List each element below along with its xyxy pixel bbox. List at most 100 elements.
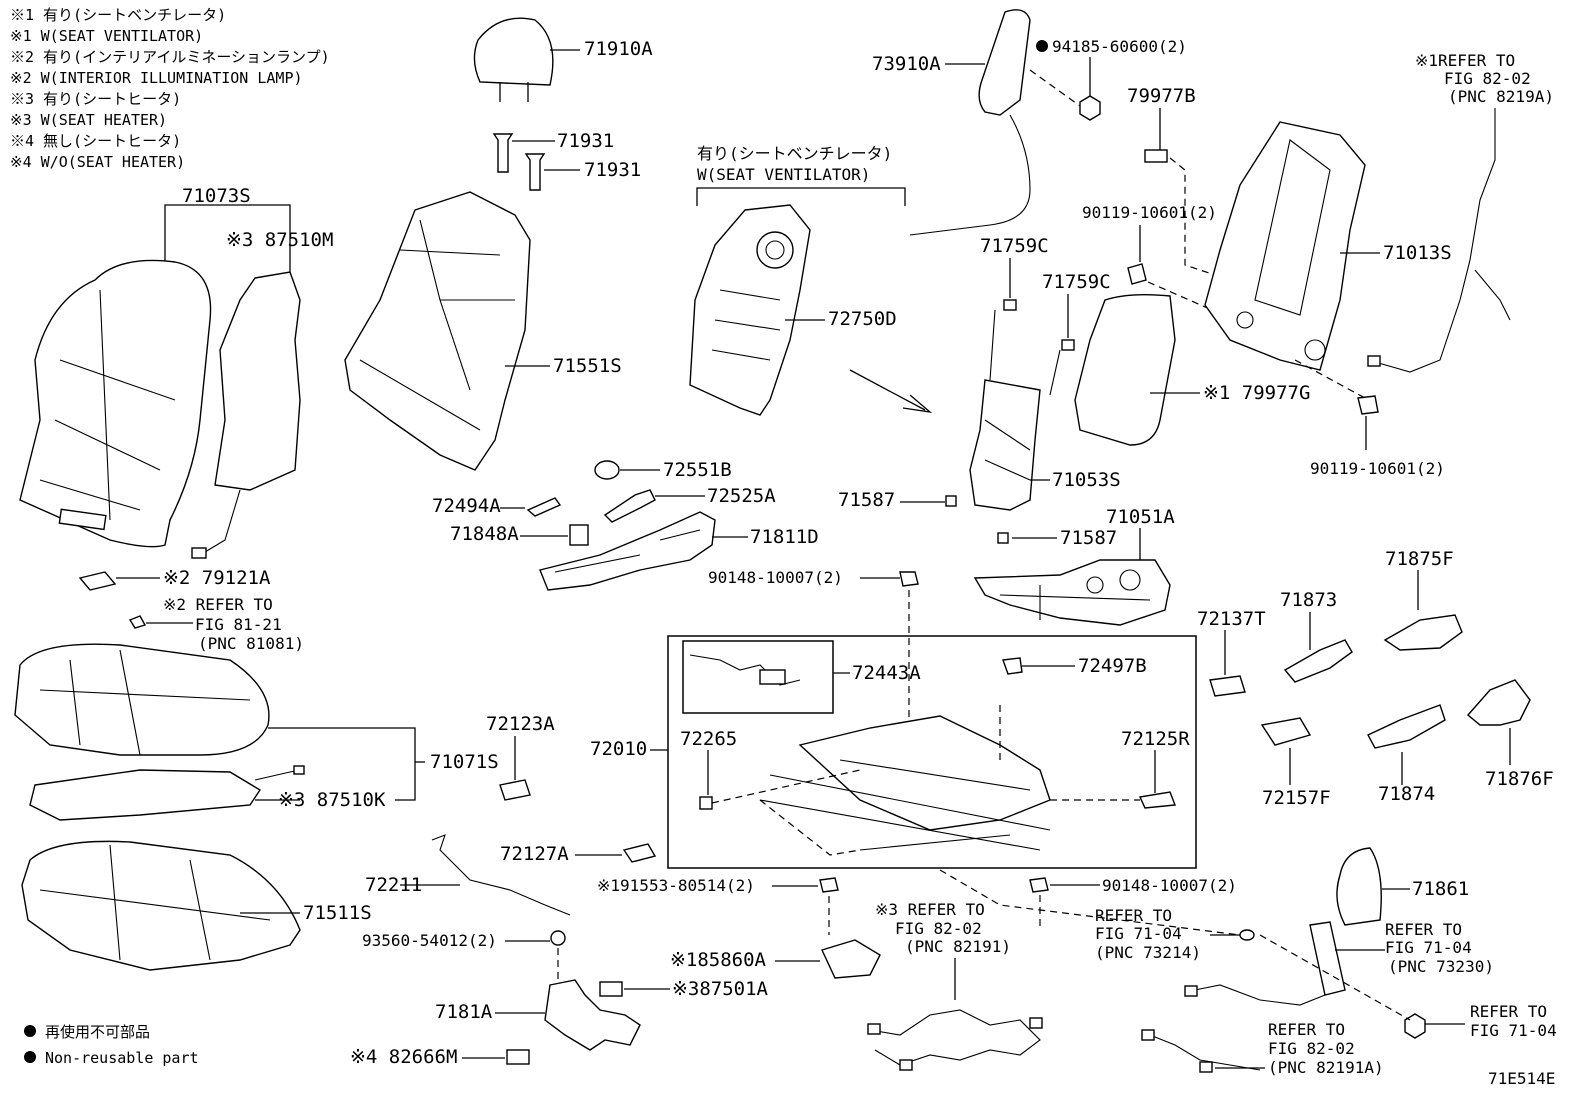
frame-misc-group: 79977B 90119-10601(2) 71759C 71759C (980, 85, 1236, 351)
label-72123A: 72123A (486, 713, 555, 735)
label-71931-b: 71931 (584, 159, 641, 181)
buckle-71861-shape (1336, 847, 1382, 926)
label-ref1-c: (PNC 8219A) (1448, 87, 1554, 106)
headrest-shape (473, 17, 554, 86)
label-71511S: 71511S (303, 902, 372, 924)
label-87510K: ※3 87510K (278, 789, 386, 811)
label-72157F: 72157F (1262, 787, 1331, 809)
note-3-en: ※3 W(SEAT HEATER) (10, 111, 167, 129)
seatback-pad-shape (344, 191, 531, 471)
label-82666M: ※4 82666M (350, 1046, 457, 1068)
lamp-group: ※2 79121A ※2 REFER TO FIG 81-21 (PNC 810… (78, 567, 304, 653)
label-71873: 71873 (1280, 589, 1337, 611)
lumbar-frame-71053S-shape (969, 379, 1041, 511)
label-71861: 71861 (1412, 878, 1469, 900)
lumbar-frame-group: 71053S 71587 71587 (838, 309, 1121, 549)
adjuster-frame-box (667, 635, 1197, 869)
bottom-center-group: ※191553-80514(2) ※185860A ※3 REFER TO FI… (597, 876, 1043, 1071)
label-7181A: 7181A (435, 1001, 493, 1023)
label-71910A: 71910A (584, 38, 653, 60)
label-ref7-a: REFER TO (1268, 1020, 1345, 1039)
label-ref4-c: (PNC 73214) (1095, 943, 1201, 962)
cushion-misc-group: 72123A 72211 93560-54012(2) (362, 713, 571, 980)
legend-bullet-icon-2 (24, 1051, 36, 1063)
adjuster-subbox (682, 640, 834, 714)
wire-harness-shape (869, 1009, 1041, 1066)
label-72211: 72211 (365, 874, 422, 896)
note-4-en: ※4 W/O(SEAT HEATER) (10, 153, 185, 171)
bottom-right-group: REFER TO FIG 82-02 (PNC 82191A) 71E514E (1141, 1020, 1555, 1088)
seat-ventilator-shape (689, 204, 811, 416)
label-vent-en: W(SEAT VENTILATOR) (697, 165, 870, 184)
buckle-group: 71861 REFER TO FIG 71-04 (PNC 73230) REF… (1095, 847, 1557, 1040)
label-79977G: ※1 79977G (1203, 382, 1310, 404)
label-ref1-b: FIG 82-02 (1444, 69, 1531, 88)
label-90148-a: 90148-10007(2) (708, 568, 843, 587)
label-71551S: 71551S (553, 355, 622, 377)
seatback-pad-group: 71551S (344, 191, 622, 471)
seatback-cover-group: 71073S ※3 87510M (19, 185, 333, 559)
label-71053S: 71053S (1052, 469, 1121, 491)
label-ref1-a: ※1REFER TO (1415, 51, 1515, 70)
label-72497B: 72497B (1078, 655, 1147, 677)
label-72125R: 72125R (1121, 728, 1190, 750)
label-90148-b: 90148-10007(2) (1102, 876, 1237, 895)
label-72137T: 72137T (1197, 608, 1266, 630)
label-vent-ja: 有り(シートベンチレータ) (697, 144, 892, 163)
label-71587-a: 71587 (838, 489, 895, 511)
label-73910A: 73910A (872, 53, 941, 75)
cushion-pad-group: 71511S (21, 840, 372, 971)
label-ref7-b: FIG 82-02 (1268, 1039, 1355, 1058)
back-pad-79977G-shape (1074, 293, 1176, 446)
label-ref7-c: (PNC 82191A) (1268, 1058, 1384, 1077)
label-79977B: 79977B (1127, 85, 1196, 107)
label-91553: ※191553-80514(2) (597, 876, 755, 895)
side-cover-group: 72551B 72525A 72494A 71848A 71811D (432, 459, 819, 591)
label-ref5-c: (PNC 73230) (1388, 957, 1494, 976)
note-2-ja: ※2 有り(インテリアイルミネーションランプ) (10, 48, 330, 66)
part-72127A-group: 72127A (500, 843, 657, 865)
label-93560: 93560-54012(2) (362, 931, 497, 950)
label-71071S: 71071S (430, 751, 499, 773)
label-ref2-b: FIG 81-21 (195, 615, 282, 634)
label-79121A: ※2 79121A (163, 567, 271, 589)
seat-adjuster-group: 72010 72443A 72497B 72265 72125R (590, 635, 1197, 869)
note-3-ja: ※3 有り(シートヒータ) (10, 90, 181, 108)
label-71876F: 71876F (1485, 768, 1554, 790)
label-71931-a: 71931 (557, 130, 614, 152)
mechanism-71051A-shape (973, 559, 1171, 626)
label-71874: 71874 (1378, 783, 1435, 805)
label-ref5-b: FIG 71-04 (1385, 938, 1472, 957)
label-ref3-c: (PNC 82191) (905, 937, 1011, 956)
seat-ventilator-group: 有り(シートベンチレータ) W(SEAT VENTILATOR) 72750D (689, 144, 933, 416)
legend-en: Non-reusable part (45, 1049, 199, 1067)
seatback-cover-shape (19, 259, 212, 548)
seatback-frame-group: 71013S ※1REFER TO FIG 82-02 (PNC 8219A) (1204, 51, 1554, 373)
label-87510M: ※3 87510M (226, 229, 333, 251)
label-85860A: ※185860A (670, 949, 767, 971)
label-71875F: 71875F (1385, 548, 1454, 570)
legend-bullet-icon (24, 1025, 36, 1037)
label-71051A: 71051A (1106, 506, 1175, 528)
side-shield-71811D-shape (539, 511, 716, 591)
label-ref4-b: FIG 71-04 (1095, 924, 1182, 943)
heater-87510K-shape (29, 769, 261, 821)
legend-ja: 再使用不可部品 (45, 1023, 150, 1041)
label-72265: 72265 (680, 728, 737, 750)
label-94185: 94185-60600(2) (1052, 37, 1187, 56)
lumbar-shape (978, 9, 1031, 116)
label-ref2-c: (PNC 81081) (198, 634, 304, 653)
label-72127A: 72127A (500, 843, 569, 865)
figure-id: 71E514E (1488, 1069, 1555, 1088)
note-2-en: ※2 W(INTERIOR ILLUMINATION LAMP) (10, 69, 303, 87)
label-ref6-a: REFER TO (1470, 1002, 1547, 1021)
note-1-en: ※1 W(SEAT VENTILATOR) (10, 27, 203, 45)
label-71811D: 71811D (750, 526, 819, 548)
legend: 再使用不可部品 Non-reusable part (24, 1023, 199, 1067)
label-ref3-a: ※3 REFER TO (875, 900, 985, 919)
non-reusable-bullet-icon (1036, 40, 1048, 52)
lumbar-group: 73910A 94185-60600(2) (872, 9, 1187, 236)
mechanism-71051A-group: 71051A (973, 506, 1175, 626)
note-1-ja: ※1 有り(シートベンチレータ) (10, 6, 226, 24)
